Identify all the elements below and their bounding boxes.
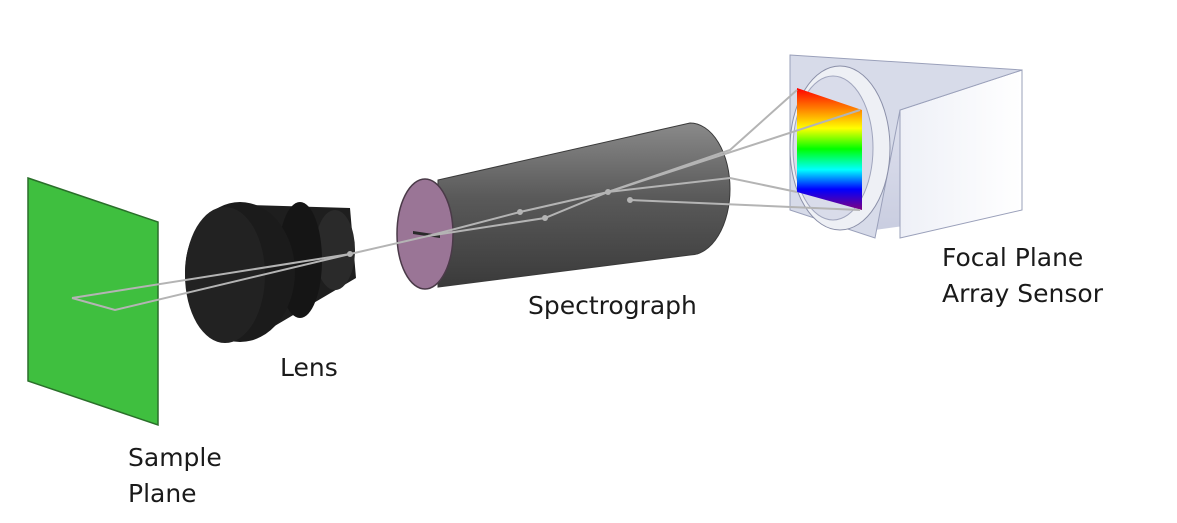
sensor-label-line-1: Focal Plane bbox=[942, 243, 1084, 272]
spectrograph-label: Spectrograph bbox=[528, 291, 697, 320]
entrance-slit bbox=[413, 231, 440, 238]
sample-plane-label-line-1: Sample bbox=[128, 443, 222, 472]
sample-plane-label-line-2: Plane bbox=[128, 479, 197, 508]
focal-plane-array-sensor bbox=[789, 54, 1023, 239]
sensor-label-line-2: Array Sensor bbox=[942, 279, 1103, 308]
sample-plane bbox=[27, 176, 159, 427]
lens-label: Lens bbox=[280, 353, 338, 382]
sample-plane-label: Sample Plane bbox=[128, 440, 222, 512]
focal-plane-array-sensor-label: Focal Plane Array Sensor bbox=[942, 240, 1103, 312]
lens bbox=[185, 202, 356, 343]
light-rays bbox=[71, 89, 861, 312]
spectrum-detector-array bbox=[797, 88, 862, 210]
spectrograph bbox=[396, 122, 731, 290]
